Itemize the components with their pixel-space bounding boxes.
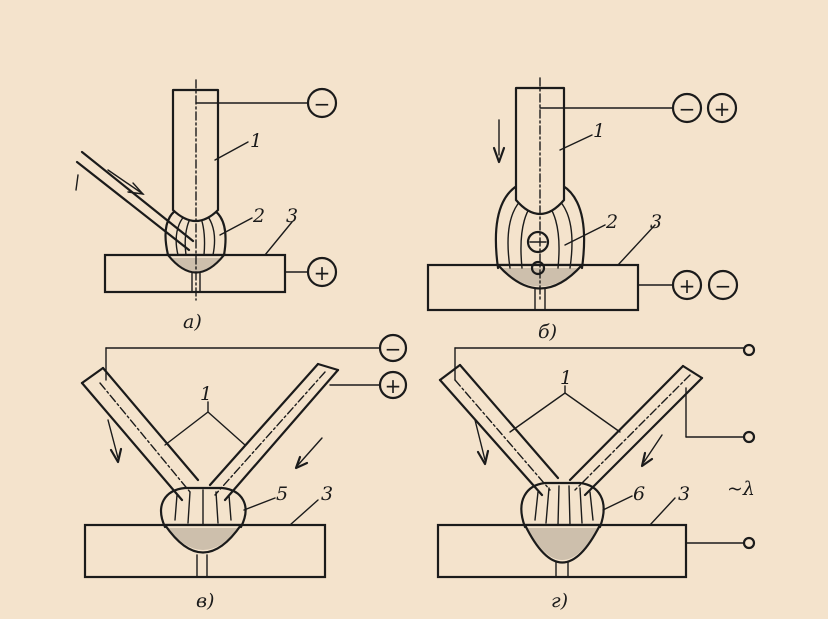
terminal-b-1-sign: − — [679, 97, 696, 121]
ac-terminal-1 — [742, 343, 756, 357]
ac-label: ~λ — [727, 478, 755, 500]
label-g-1: 1 — [560, 367, 572, 389]
figure-v: − + 1 5 3 в) — [80, 333, 408, 612]
terminal-v-1 — [378, 333, 408, 363]
label-g-3: 3 — [678, 483, 690, 505]
weld-pool-v — [162, 523, 244, 554]
terminal-a-1-sign: − — [314, 92, 331, 116]
arc-zone-g — [520, 481, 605, 529]
label-b-1: 1 — [593, 120, 605, 142]
label-v-5: 5 — [276, 483, 288, 505]
terminal-b-4-sign: − — [715, 274, 732, 298]
label-v-3: 3 — [321, 483, 333, 505]
caption-v: в) — [196, 590, 214, 612]
terminal-v-2 — [378, 370, 408, 400]
terminal-b-3-sign: + — [679, 274, 696, 298]
droplet-b-1 — [526, 230, 550, 254]
label-a-1: 1 — [250, 130, 262, 152]
label-a-3: 3 — [286, 205, 298, 227]
electrode-g-right — [583, 376, 704, 497]
terminal-v-1-sign: − — [385, 337, 402, 361]
terminal-b-2 — [706, 92, 738, 124]
filler-wire-a — [75, 160, 191, 252]
electrode-v-right — [223, 368, 340, 502]
terminal-b-4 — [707, 269, 739, 301]
label-v-1: 1 — [200, 383, 212, 405]
figure-b: − + + − 1 2 3 б) — [426, 77, 739, 343]
terminal-a-1 — [306, 87, 338, 119]
figure-g: ~λ 1 6 3 г) — [436, 343, 756, 612]
ac-terminal-3 — [742, 536, 756, 550]
ac-terminal-2 — [742, 430, 756, 444]
electrode-v-left — [80, 381, 184, 502]
weld-pool-g — [523, 523, 602, 564]
label-g-6: 6 — [633, 483, 645, 505]
terminal-b-2-sign: + — [714, 97, 731, 121]
terminal-a-2-sign: + — [314, 261, 331, 285]
droplet-b-2 — [530, 260, 546, 276]
label-b-3: 3 — [650, 211, 662, 233]
figure-a: − + 1 2 3 а) — [75, 79, 338, 333]
terminal-b-1 — [671, 92, 703, 124]
caption-g: г) — [551, 590, 568, 612]
label-b-2: 2 — [605, 211, 618, 233]
terminal-a-2 — [306, 256, 338, 288]
caption-a: а) — [183, 311, 202, 333]
label-a-2: 2 — [252, 205, 265, 227]
electrode-g-left — [438, 378, 544, 497]
arc-zone-v — [159, 486, 247, 529]
caption-b: б) — [538, 321, 557, 343]
terminal-b-3 — [671, 269, 703, 301]
terminal-v-2-sign: + — [385, 374, 402, 398]
